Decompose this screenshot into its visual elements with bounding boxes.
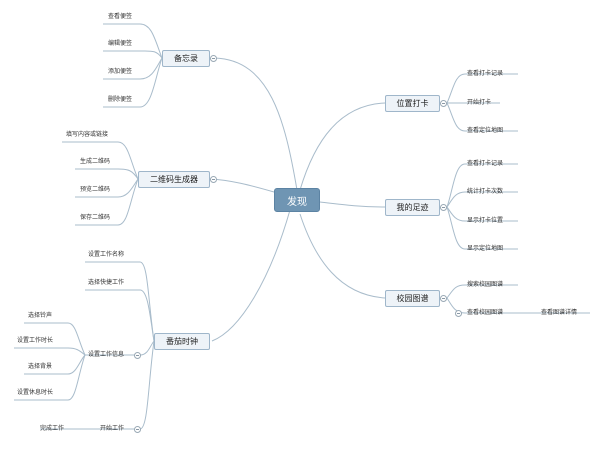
- campus-map-item-detail[interactable]: 查看图谱详情: [541, 309, 578, 316]
- branch-qrcode-label: 二维码生成器: [150, 175, 198, 184]
- branch-footprint-label: 我的足迹: [396, 203, 429, 212]
- branch-memo-label: 备忘录: [174, 54, 198, 63]
- branch-footprint[interactable]: 我的足迹: [385, 199, 440, 216]
- branch-memo[interactable]: 备忘录: [162, 50, 210, 67]
- qrcode-item-input[interactable]: 填写内容或链接: [66, 131, 109, 138]
- branch-campus-map[interactable]: 校园图谱: [385, 290, 440, 307]
- checkin-item-start[interactable]: 开始打卡: [467, 99, 492, 106]
- checkin-item-records[interactable]: 查看打卡记录: [467, 70, 504, 77]
- collapse-toggle-checkin[interactable]: [440, 100, 447, 107]
- collapse-toggle-qrcode[interactable]: [210, 176, 217, 183]
- branch-checkin-label: 位置打卡: [396, 99, 429, 108]
- pomodoro-item-ring[interactable]: 选择铃声: [28, 312, 53, 319]
- pomodoro-item-name[interactable]: 设置工作名称: [88, 251, 125, 258]
- branch-qrcode[interactable]: 二维码生成器: [138, 171, 210, 188]
- memo-item-edit[interactable]: 编辑便签: [108, 40, 133, 47]
- qrcode-item-generate[interactable]: 生成二维码: [80, 158, 111, 165]
- pomodoro-item-rest[interactable]: 设置休息时长: [17, 389, 54, 396]
- qrcode-item-preview[interactable]: 预览二维码: [80, 186, 111, 193]
- collapse-toggle-campus-map[interactable]: [440, 295, 447, 302]
- pomodoro-item-quick[interactable]: 选择快捷工作: [88, 279, 125, 286]
- collapse-toggle-memo[interactable]: [210, 55, 217, 62]
- memo-item-view[interactable]: 查看便签: [108, 13, 133, 20]
- checkin-item-map[interactable]: 查看定位地图: [467, 127, 504, 134]
- campus-map-item-search[interactable]: 搜索校园图谱: [467, 281, 504, 288]
- branch-checkin[interactable]: 位置打卡: [385, 95, 440, 112]
- qrcode-item-save[interactable]: 保存二维码: [80, 214, 111, 221]
- footprint-item-records[interactable]: 查看打卡记录: [467, 160, 504, 167]
- footprint-item-map[interactable]: 显示定位地图: [467, 245, 504, 252]
- memo-item-add[interactable]: 添加便签: [108, 68, 133, 75]
- root-label: 发现: [287, 196, 307, 208]
- collapse-toggle-footprint[interactable]: [440, 204, 447, 211]
- root-node[interactable]: 发现: [274, 188, 320, 212]
- footprint-item-location[interactable]: 显示打卡位置: [467, 217, 504, 224]
- campus-map-item-view[interactable]: 查看校园图谱: [467, 309, 504, 316]
- pomodoro-item-info[interactable]: 设置工作信息: [88, 351, 125, 358]
- pomodoro-item-start[interactable]: 开始工作: [100, 425, 125, 432]
- memo-item-delete[interactable]: 删除便签: [108, 96, 133, 103]
- collapse-toggle-pomodoro-info[interactable]: [134, 352, 141, 359]
- branch-pomodoro-label: 番茄时钟: [166, 337, 198, 346]
- collapse-toggle-campus-map-view[interactable]: [455, 310, 462, 317]
- pomodoro-item-bg[interactable]: 选择背景: [28, 363, 53, 370]
- branch-pomodoro[interactable]: 番茄时钟: [154, 333, 210, 350]
- collapse-toggle-pomodoro-start[interactable]: [134, 426, 141, 433]
- pomodoro-item-duration[interactable]: 设置工作时长: [17, 337, 54, 344]
- footprint-item-count[interactable]: 统计打卡次数: [467, 188, 504, 195]
- branch-campus-map-label: 校园图谱: [396, 294, 429, 303]
- pomodoro-item-finish[interactable]: 完成工作: [40, 425, 65, 432]
